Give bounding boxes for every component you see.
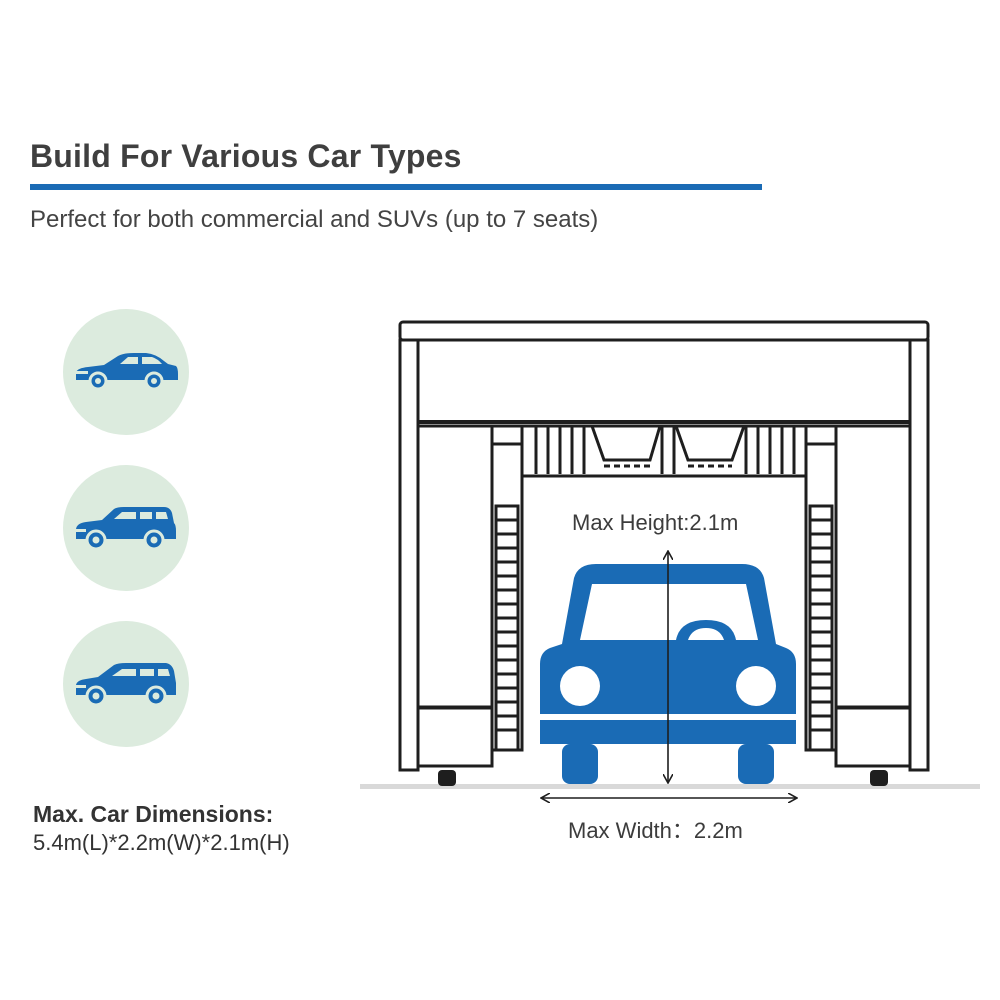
- car-type-minivan: [63, 621, 189, 747]
- car-type-suv: [63, 465, 189, 591]
- left-brush-ladder: [494, 504, 520, 752]
- max-dimensions: Max. Car Dimensions: 5.4m(L)*2.2m(W)*2.1…: [33, 800, 290, 858]
- car-type-sedan: [63, 309, 189, 435]
- gantry-wheel-left: [438, 770, 456, 786]
- page-subtitle: Perfect for both commercial and SUVs (up…: [30, 206, 599, 233]
- sedan-icon: [76, 353, 178, 391]
- top-brush: [534, 425, 796, 474]
- ground-line: [360, 784, 980, 789]
- max-width-label: Max Width：2.2m: [568, 818, 743, 843]
- max-height-label: Max Height:2.1m: [572, 510, 739, 535]
- suv-icon: [76, 507, 176, 551]
- brush-bases: [416, 706, 912, 768]
- gantry-wheel-right: [870, 770, 888, 786]
- max-dimensions-heading: Max. Car Dimensions:: [33, 801, 274, 827]
- max-dimensions-value: 5.4m(L)*2.2m(W)*2.1m(H): [33, 830, 290, 855]
- minivan-icon: [76, 663, 176, 707]
- right-brush-ladder: [808, 504, 834, 752]
- page-title: Build For Various Car Types: [30, 138, 462, 174]
- title-underline: [30, 184, 762, 190]
